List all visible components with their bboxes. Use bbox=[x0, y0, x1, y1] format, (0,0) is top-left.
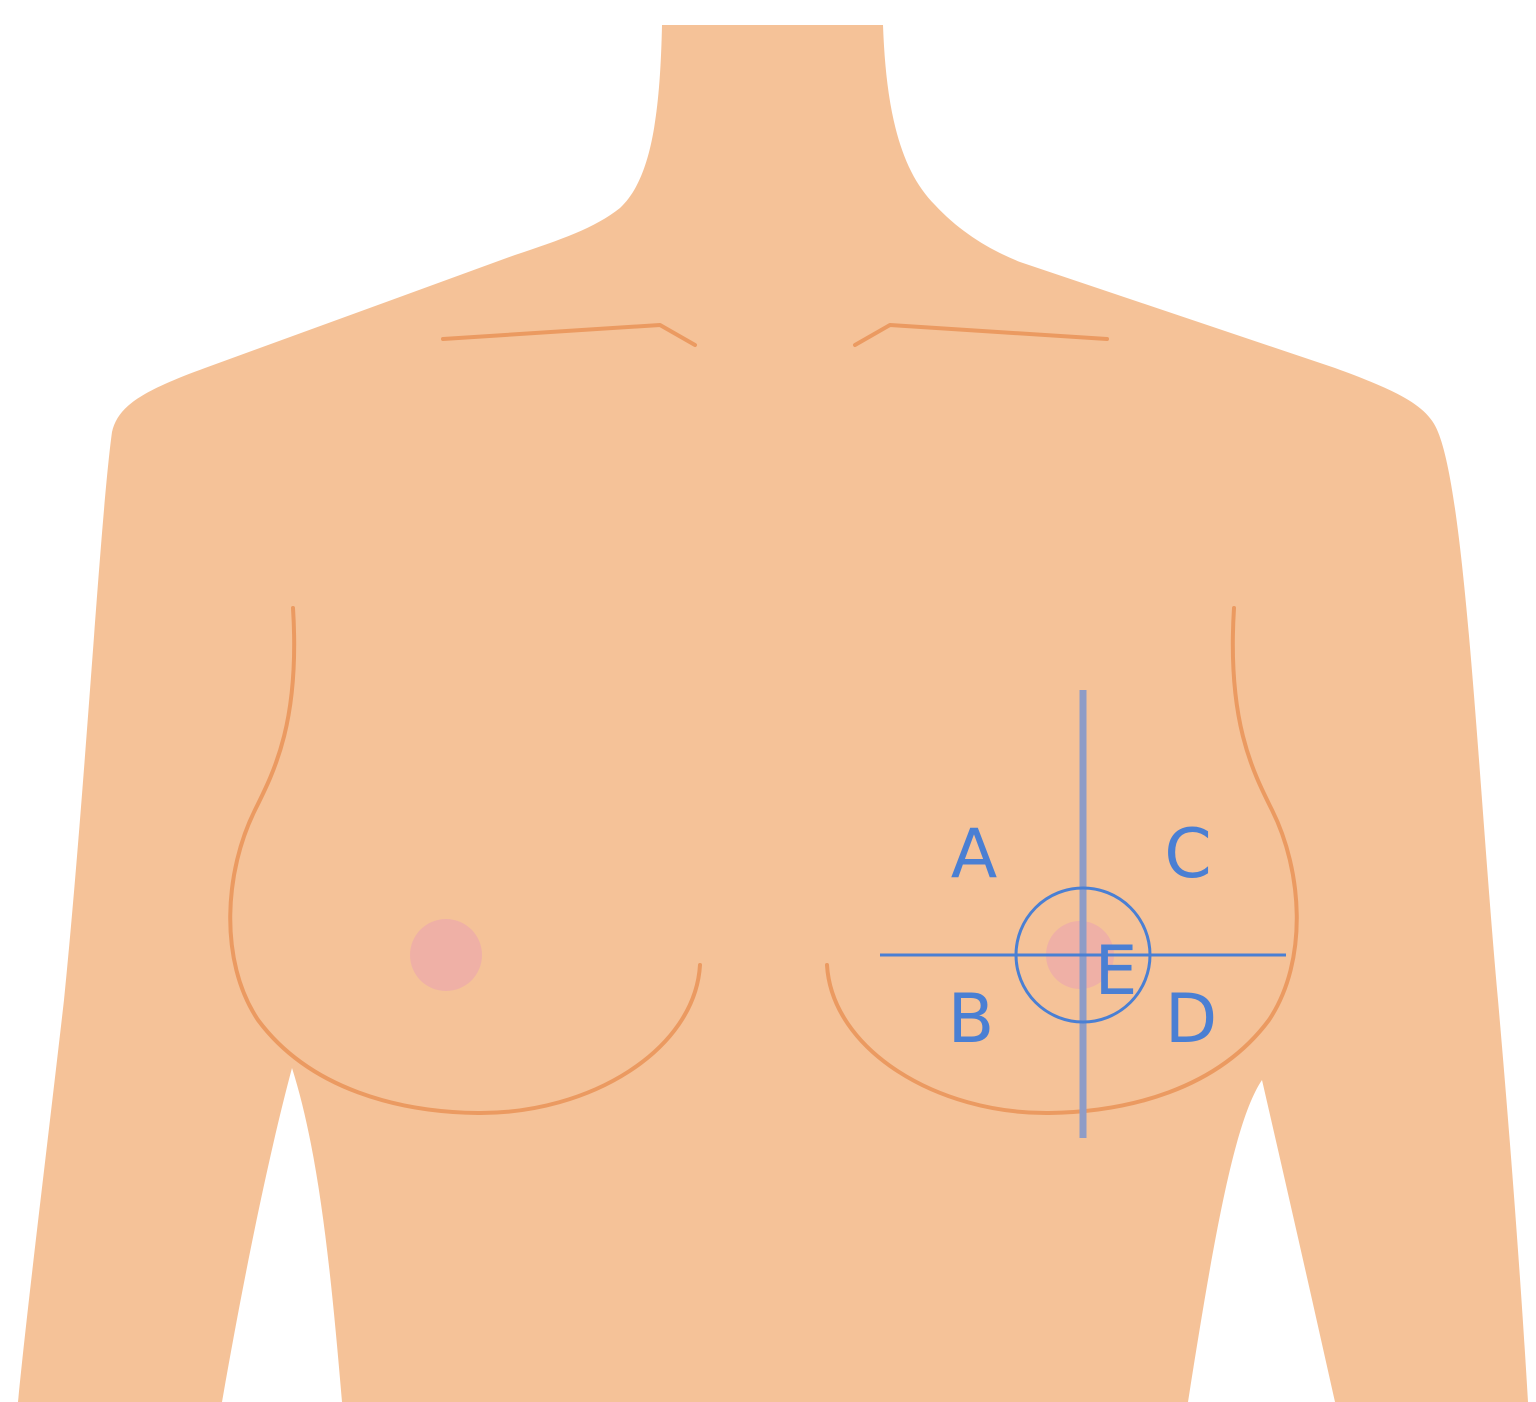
quadrant-label-a: A bbox=[951, 815, 998, 894]
left-nipple bbox=[410, 919, 482, 991]
quadrant-label-c: C bbox=[1164, 815, 1211, 894]
quadrant-label-d: D bbox=[1165, 980, 1217, 1059]
quadrant-label-e: E bbox=[1095, 932, 1138, 1011]
quadrant-label-b: B bbox=[948, 980, 995, 1059]
torso-silhouette bbox=[18, 25, 1528, 1402]
